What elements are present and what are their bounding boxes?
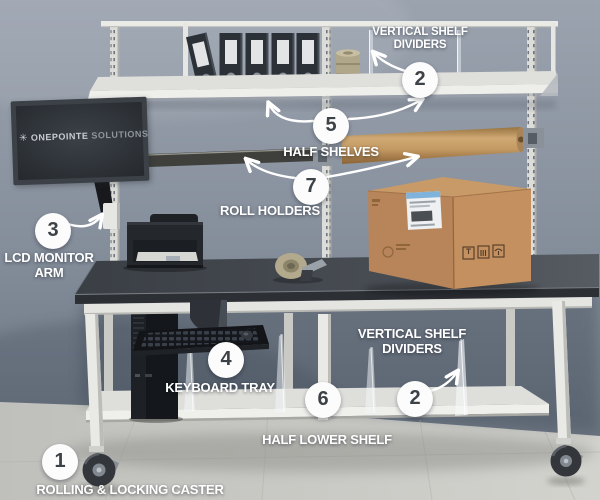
badge-number: 6 xyxy=(317,387,329,410)
callout-badge-caster: 1 xyxy=(42,444,78,480)
handling-icons xyxy=(462,244,505,260)
label-line: DIVIDERS xyxy=(382,340,442,356)
shelf-side-bracket xyxy=(540,73,558,96)
callout-label-vertical-shelf-dividers-lower: VERTICAL SHELF DIVIDERS xyxy=(352,326,472,356)
callout-badge-keyboard-tray: 4 xyxy=(208,342,244,378)
arrow-half-shelves-left xyxy=(269,104,315,123)
callout-label-rolling-locking-caster: ROLLING & LOCKING CASTER xyxy=(36,482,224,497)
box-prints xyxy=(372,199,410,258)
badge-number: 1 xyxy=(54,449,66,472)
brand-secondary: SOLUTIONS xyxy=(91,128,149,141)
callout-badge-half-lower-shelf: 6 xyxy=(305,382,341,418)
pc-tower xyxy=(129,306,183,423)
upright-right xyxy=(527,21,537,288)
callout-label-vertical-shelf-dividers-top: VERTICAL SHELF DIVIDERS xyxy=(360,26,480,52)
shipping-label xyxy=(406,191,442,230)
caster-front-right xyxy=(550,438,583,477)
badge-number: 4 xyxy=(220,347,232,370)
arrow-dividers-lower xyxy=(428,372,457,393)
badge-number: 3 xyxy=(47,218,59,241)
badge-number: 5 xyxy=(325,113,337,136)
callout-badge-roll-holders: 7 xyxy=(293,169,329,205)
arrow-monitor-arm xyxy=(66,216,101,226)
callout-label-roll-holders: ROLL HOLDERS xyxy=(220,203,320,218)
label-line: DIVIDERS xyxy=(393,38,447,51)
badge-number: 7 xyxy=(305,174,317,197)
kraft-paper-roll xyxy=(342,127,544,164)
callout-badge-dividers-lower: 2 xyxy=(397,381,433,417)
label-line: VERTICAL SHELF xyxy=(357,326,467,341)
rear-legs xyxy=(104,305,515,393)
starburst-icon: ✳ xyxy=(18,132,29,145)
label-line: ARM xyxy=(34,264,64,280)
callout-badge-half-shelves: 5 xyxy=(313,108,349,144)
callout-label-lcd-monitor-arm: LCD MONITOR ARM xyxy=(0,250,109,280)
callout-badge-dividers-top: 2 xyxy=(402,62,438,98)
badge-number: 2 xyxy=(414,67,426,90)
cardboard-box xyxy=(364,177,540,296)
label-line: LCD MONITOR xyxy=(4,250,94,265)
callout-label-keyboard-tray: KEYBOARD TRAY xyxy=(165,380,275,395)
roll-holder-bar xyxy=(147,145,333,167)
callout-arrows xyxy=(66,53,457,393)
arrow-half-shelves-right xyxy=(347,100,421,121)
arrow-roll-holders-right xyxy=(325,157,416,179)
printer xyxy=(123,214,207,272)
arrow-dividers-top xyxy=(374,53,407,73)
lower-shelf-dividers xyxy=(184,333,468,416)
monitor-arm xyxy=(94,181,120,229)
brand-primary: ONEPOINTE xyxy=(30,130,89,143)
tape-dispenser xyxy=(273,253,327,284)
monitor xyxy=(10,96,152,188)
label-line: VERTICAL SHELF xyxy=(372,26,468,38)
badge-number: 2 xyxy=(409,386,421,409)
binders xyxy=(185,32,320,90)
arrow-roll-holders-left xyxy=(247,160,297,180)
callout-label-half-lower-shelf: HALF LOWER SHELF xyxy=(262,432,392,447)
callout-label-half-shelves: HALF SHELVES xyxy=(283,144,379,159)
callout-badge-monitor-arm: 3 xyxy=(35,213,71,249)
caster-front-left xyxy=(82,446,119,487)
upper-half-shelves xyxy=(88,21,558,109)
